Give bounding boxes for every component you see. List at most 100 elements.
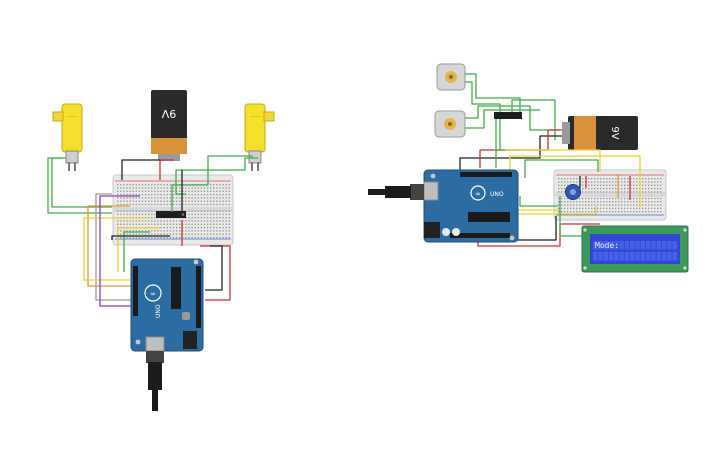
breadboard-hole <box>163 226 165 229</box>
breadboard-hole <box>648 197 650 200</box>
breadboard-hole <box>633 187 635 190</box>
breadboard-hole <box>169 220 172 222</box>
right-dc-motor-2[interactable] <box>434 110 466 138</box>
breadboard-hole <box>597 181 599 183</box>
breadboard-hole <box>612 191 614 193</box>
breadboard-hole <box>654 187 656 190</box>
breadboard-hole <box>219 197 221 199</box>
left-arduino-uno[interactable]: ∞ UNO <box>130 258 204 352</box>
breadboard-hole <box>636 191 638 193</box>
right-dc-motor-1[interactable] <box>436 63 466 91</box>
breadboard-hole <box>645 191 647 193</box>
breadboard-hole <box>600 178 602 180</box>
breadboard-hole <box>166 203 168 206</box>
breadboard-hole <box>126 210 128 212</box>
breadboard-hole <box>627 204 629 206</box>
breadboard-hole <box>210 233 212 235</box>
breadboard-hole <box>200 197 203 199</box>
left-gear-motor-1[interactable]: ~~~~ <box>52 103 83 171</box>
right-breadboard[interactable] <box>553 169 667 221</box>
breadboard-hole <box>579 207 581 210</box>
breadboard-hole <box>210 223 212 225</box>
breadboard-hole <box>216 193 218 196</box>
breadboard-hole <box>594 191 596 193</box>
lcd-cell <box>598 252 603 261</box>
breadboard-hole <box>154 213 156 216</box>
breadboard-hole <box>210 187 212 189</box>
breadboard-hole <box>129 193 131 196</box>
breadboard-hole <box>210 213 212 216</box>
breadboard-hole <box>609 204 611 206</box>
right-9v-battery[interactable]: 9V <box>562 116 638 150</box>
breadboard-hole <box>163 223 165 225</box>
breadboard-hole <box>228 193 230 196</box>
breadboard-hole <box>627 201 629 203</box>
breadboard-hole <box>126 190 128 192</box>
left-gear-motor-2[interactable]: ~~~~ <box>244 103 275 171</box>
breadboard-hole <box>144 193 147 196</box>
breadboard-hole <box>612 184 614 186</box>
breadboard-hole <box>630 178 632 180</box>
breadboard-hole <box>573 178 575 180</box>
breadboard-hole <box>200 233 203 235</box>
breadboard-hole <box>138 187 141 189</box>
breadboard-hole <box>654 211 656 213</box>
right-lcd-16x2[interactable]: Mode: <box>581 225 689 273</box>
breadboard-hole <box>591 197 593 200</box>
breadboard-hole <box>567 211 569 213</box>
breadboard-hole <box>228 220 230 222</box>
left-9v-battery[interactable]: 9V <box>151 90 187 161</box>
breadboard-hole <box>138 236 141 239</box>
right-motor-driver-ic[interactable] <box>494 112 522 119</box>
breadboard-hole <box>191 213 193 216</box>
breadboard-hole <box>157 197 159 199</box>
left-motor-driver-ic[interactable] <box>156 211 186 218</box>
breadboard-hole <box>576 207 578 210</box>
breadboard-hole <box>179 200 181 202</box>
breadboard-hole <box>657 187 659 190</box>
breadboard-hole <box>191 230 193 232</box>
breadboard-hole <box>603 211 605 213</box>
breadboard-hole <box>151 200 153 202</box>
breadboard-hole <box>228 236 230 239</box>
breadboard-hole <box>585 191 587 193</box>
breadboard-hole <box>600 197 602 200</box>
breadboard-hole <box>144 220 147 222</box>
breadboard-hole <box>191 220 193 222</box>
breadboard-hole <box>166 200 168 202</box>
breadboard-hole <box>166 233 168 235</box>
right-potentiometer[interactable] <box>565 184 581 200</box>
breadboard-hole <box>654 204 656 206</box>
breadboard-hole <box>175 230 178 232</box>
breadboard-hole <box>222 217 224 219</box>
breadboard-hole <box>225 184 227 186</box>
breadboard-hole <box>597 184 599 186</box>
lcd-cell <box>646 241 651 250</box>
breadboard-hole <box>123 190 125 192</box>
breadboard-hole <box>203 217 206 219</box>
breadboard-hole <box>191 193 193 196</box>
right-arduino-uno[interactable]: ∞ UNO <box>423 169 519 243</box>
breadboard-hole <box>141 220 144 222</box>
breadboard-hole <box>132 236 134 239</box>
breadboard-hole <box>148 236 150 239</box>
breadboard-hole <box>203 213 206 216</box>
breadboard-hole <box>588 184 590 186</box>
breadboard-hole <box>213 217 215 219</box>
breadboard-hole <box>213 236 215 239</box>
left-usb-cable <box>146 351 164 411</box>
breadboard-hole <box>213 230 215 232</box>
breadboard-hole <box>117 223 119 225</box>
breadboard-hole <box>597 178 599 180</box>
breadboard-hole <box>179 230 181 232</box>
breadboard-hole <box>585 197 587 200</box>
breadboard-hole <box>135 230 137 232</box>
breadboard-hole <box>561 207 563 210</box>
breadboard-hole <box>654 181 656 183</box>
breadboard-hole <box>636 184 638 186</box>
breadboard-hole <box>151 210 153 212</box>
right-circuit: 9V <box>368 63 689 273</box>
breadboard-hole <box>219 187 221 189</box>
breadboard-hole <box>163 190 165 192</box>
breadboard-hole <box>597 211 599 213</box>
